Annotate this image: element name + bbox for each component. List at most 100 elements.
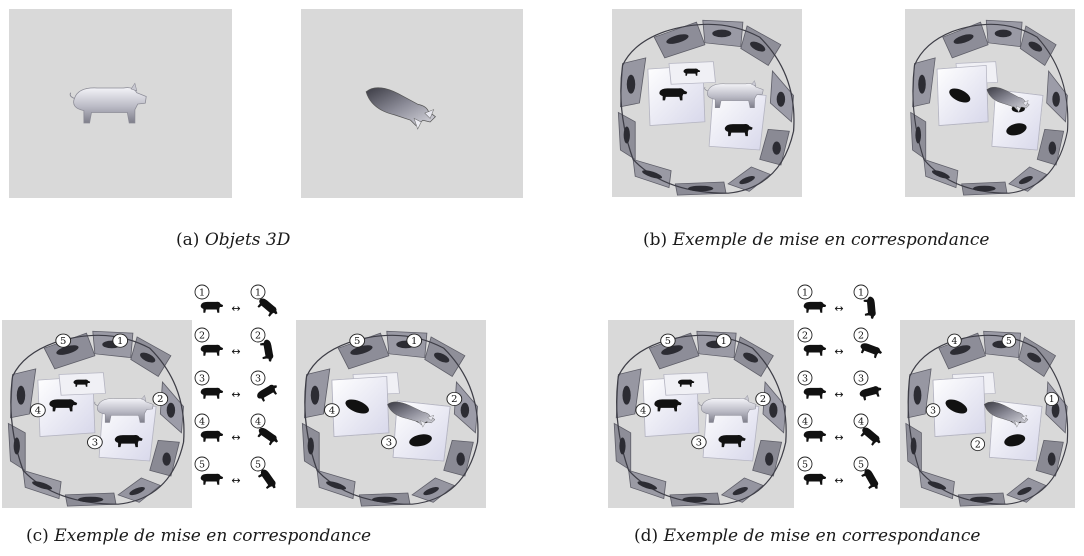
pair-left-marker: 5 (194, 456, 210, 472)
view-marker-2: 2 (970, 437, 986, 452)
svg-text:2: 2 (975, 440, 981, 450)
svg-text:3: 3 (199, 373, 205, 384)
view-marker-1: 1 (112, 333, 129, 348)
panel-c-left-scene: 5 1 2 4 3 (2, 320, 192, 508)
pair-left-marker: 3 (194, 370, 210, 386)
pig-silhouette-icon (803, 387, 827, 399)
pair-right-marker: 3 (250, 370, 266, 386)
panel-b-right-scene (905, 9, 1075, 197)
svg-text:4: 4 (35, 406, 41, 416)
pair-right-marker: 2 (250, 327, 266, 343)
view-marker-4: 4 (30, 403, 46, 418)
svg-text:2: 2 (157, 395, 163, 405)
pig-silhouette-icon (859, 467, 881, 493)
pig-silhouette-icon (255, 296, 280, 320)
caption-c-label: (c) (26, 526, 49, 546)
svg-text:4: 4 (329, 406, 335, 416)
caption-d-text: Exemple de mise en correspondance (663, 526, 981, 546)
svg-text:4: 4 (952, 337, 958, 347)
pair-right-marker: 1 (853, 284, 869, 300)
svg-text:5: 5 (665, 336, 671, 346)
pig-silhouette-icon (858, 384, 884, 402)
panel-b-left-scene (612, 9, 802, 197)
svg-text:4: 4 (640, 406, 646, 416)
correspondence-arrow: ↔ (834, 345, 843, 358)
view-marker-4: 4 (947, 333, 962, 348)
pig-silhouette-icon (256, 467, 279, 493)
correspondence-arrow: ↔ (834, 431, 843, 444)
caption-d: (d) Exemple de mise en correspondance (634, 526, 980, 546)
svg-text:3: 3 (386, 438, 392, 448)
view-marker-1: 1 (1044, 391, 1059, 406)
svg-text:4: 4 (255, 416, 261, 427)
pig-silhouette-icon (255, 382, 281, 404)
caption-b: (b) Exemple de mise en correspondance (643, 230, 989, 250)
svg-text:1: 1 (411, 336, 417, 346)
view-marker-2: 2 (152, 391, 169, 406)
pig-silhouette-icon (200, 473, 224, 485)
view-marker-5: 5 (660, 333, 676, 348)
svg-text:5: 5 (354, 336, 360, 346)
pig-silhouette-icon (863, 296, 877, 320)
caption-b-label: (b) (643, 230, 668, 250)
pig-silhouette-icon (200, 387, 224, 399)
pig-silhouette-icon (803, 301, 827, 313)
pig-silhouette-icon (255, 425, 280, 448)
svg-text:3: 3 (255, 373, 261, 384)
pair-left-marker: 1 (797, 284, 813, 300)
svg-text:4: 4 (802, 416, 808, 427)
pair-right-marker: 5 (853, 456, 869, 472)
svg-text:1: 1 (117, 336, 123, 346)
caption-a-text: Objets 3D (204, 230, 291, 250)
view-marker-1: 1 (406, 333, 423, 348)
view-marker-5: 5 (1001, 333, 1017, 348)
pig-silhouette-icon (803, 473, 827, 485)
correspondence-arrow: ↔ (231, 474, 240, 487)
svg-text:1: 1 (199, 287, 205, 298)
pig-silhouette-icon (858, 425, 883, 449)
view-marker-2: 2 (446, 391, 463, 406)
view-marker-3: 3 (87, 435, 103, 450)
view-marker-3: 3 (381, 435, 397, 450)
pair-left-marker: 5 (797, 456, 813, 472)
pig-silhouette-icon (803, 430, 827, 442)
svg-text:1: 1 (1049, 395, 1055, 405)
pair-right-marker: 2 (853, 327, 869, 343)
svg-text:1: 1 (255, 287, 261, 298)
svg-text:5: 5 (802, 459, 808, 470)
svg-text:4: 4 (199, 416, 205, 427)
pair-left-marker: 2 (194, 327, 210, 343)
caption-d-label: (d) (634, 526, 659, 546)
pig-silhouette-icon (803, 344, 827, 356)
pig-silhouette-icon (200, 430, 224, 442)
correspondence-arrow: ↔ (231, 388, 240, 401)
svg-text:1: 1 (802, 287, 808, 298)
scene-c-right-image: 5 1 2 4 3 (296, 320, 486, 508)
pair-left-marker: 4 (194, 413, 210, 429)
view-marker-4: 4 (324, 403, 340, 418)
svg-text:5: 5 (199, 459, 205, 470)
panel-c-right-scene: 5 1 2 4 3 (296, 320, 486, 508)
pair-left-marker: 4 (797, 413, 813, 429)
caption-a: (a) Objets 3D (176, 230, 290, 250)
panel-a-right-model (301, 9, 523, 198)
pair-right-marker: 1 (250, 284, 266, 300)
svg-text:5: 5 (1006, 337, 1012, 347)
pig-silhouette-icon (259, 338, 275, 363)
svg-text:4: 4 (858, 416, 864, 427)
correspondence-row: 4 4 ↔ (797, 413, 883, 449)
caption-c: (c) Exemple de mise en correspondance (26, 526, 371, 546)
view-marker-4: 4 (635, 403, 651, 418)
svg-text:5: 5 (60, 336, 66, 346)
